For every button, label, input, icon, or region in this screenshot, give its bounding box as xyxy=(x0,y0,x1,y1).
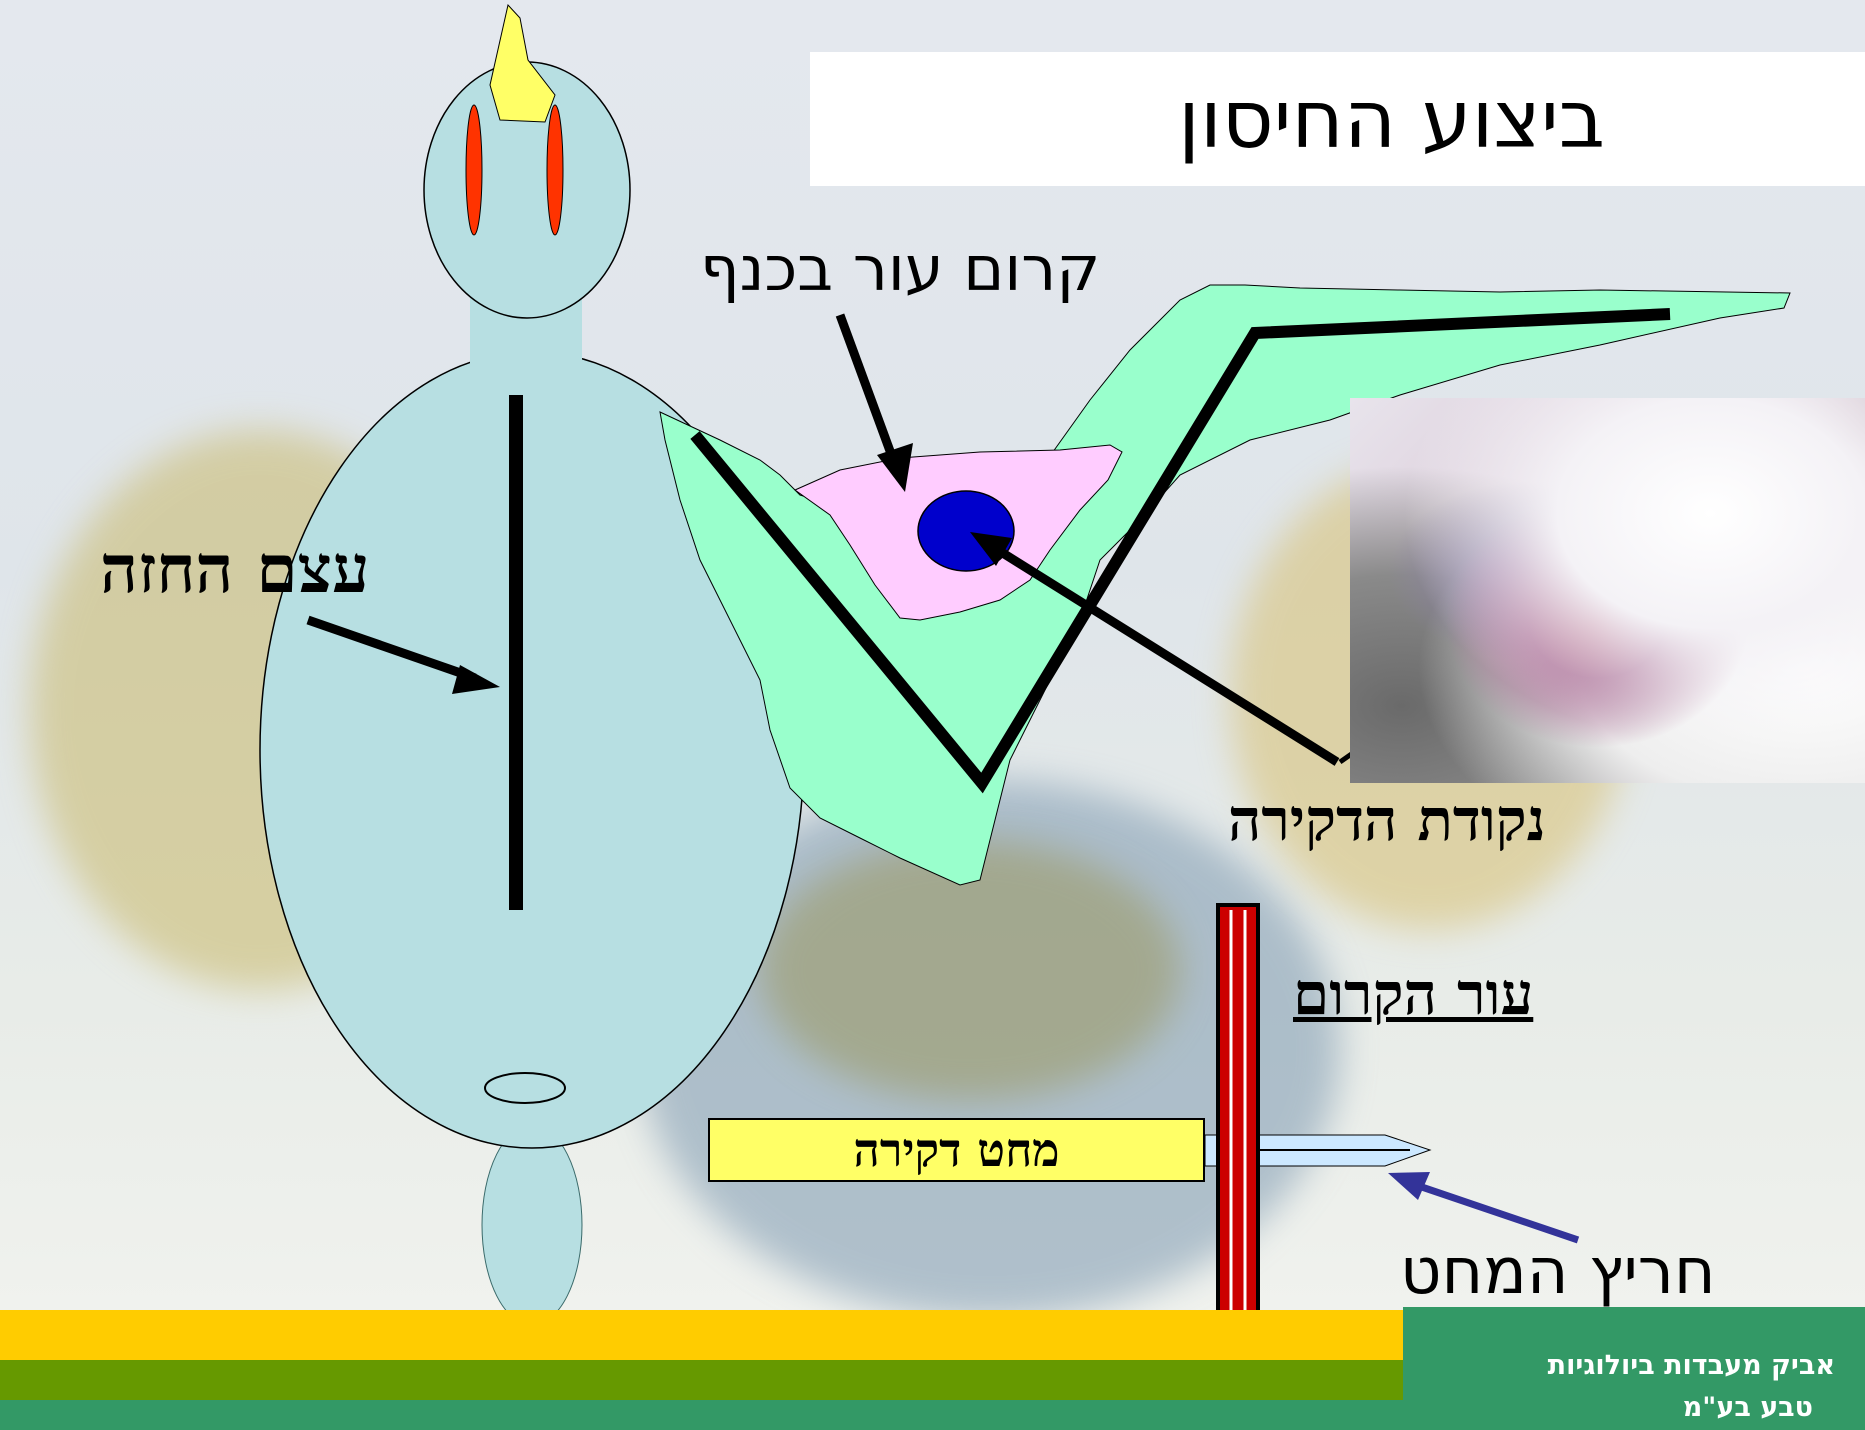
comb-right xyxy=(547,105,563,235)
arrow-to-groove-head xyxy=(1388,1172,1430,1200)
title-box: ביצוע החיסון xyxy=(810,52,1865,186)
label-needle-groove: חריץ המחט xyxy=(1400,1235,1716,1309)
label-breast-bone: עצם החזה xyxy=(100,530,369,609)
label-web-skin: עור הקרום xyxy=(1293,960,1533,1028)
needle-handle: מחט דקירה xyxy=(708,1118,1205,1182)
arrow-to-groove xyxy=(1410,1183,1578,1240)
label-wing-web-skin: קרום עור בכנף xyxy=(700,232,1100,305)
label-injection-needle: מחט דקירה xyxy=(853,1123,1059,1177)
injection-photo xyxy=(1350,398,1865,783)
cloaca xyxy=(485,1073,565,1103)
footer-company-line-1: אביק מעבדות ביולוגיות xyxy=(1403,1345,1835,1387)
footer-company-box: אביק מעבדות ביולוגיות טבע בע"מ xyxy=(1403,1307,1865,1430)
label-injection-point: נקודת הדקירה xyxy=(1228,786,1546,854)
web-skin-bar xyxy=(1218,905,1258,1347)
chicken-tail xyxy=(482,1125,582,1325)
comb-left xyxy=(466,105,482,235)
page-title: ביצוע החיסון xyxy=(1178,73,1605,166)
footer-company-line-2: טבע בע"מ xyxy=(1403,1387,1835,1429)
arrow-to-web xyxy=(840,315,897,470)
